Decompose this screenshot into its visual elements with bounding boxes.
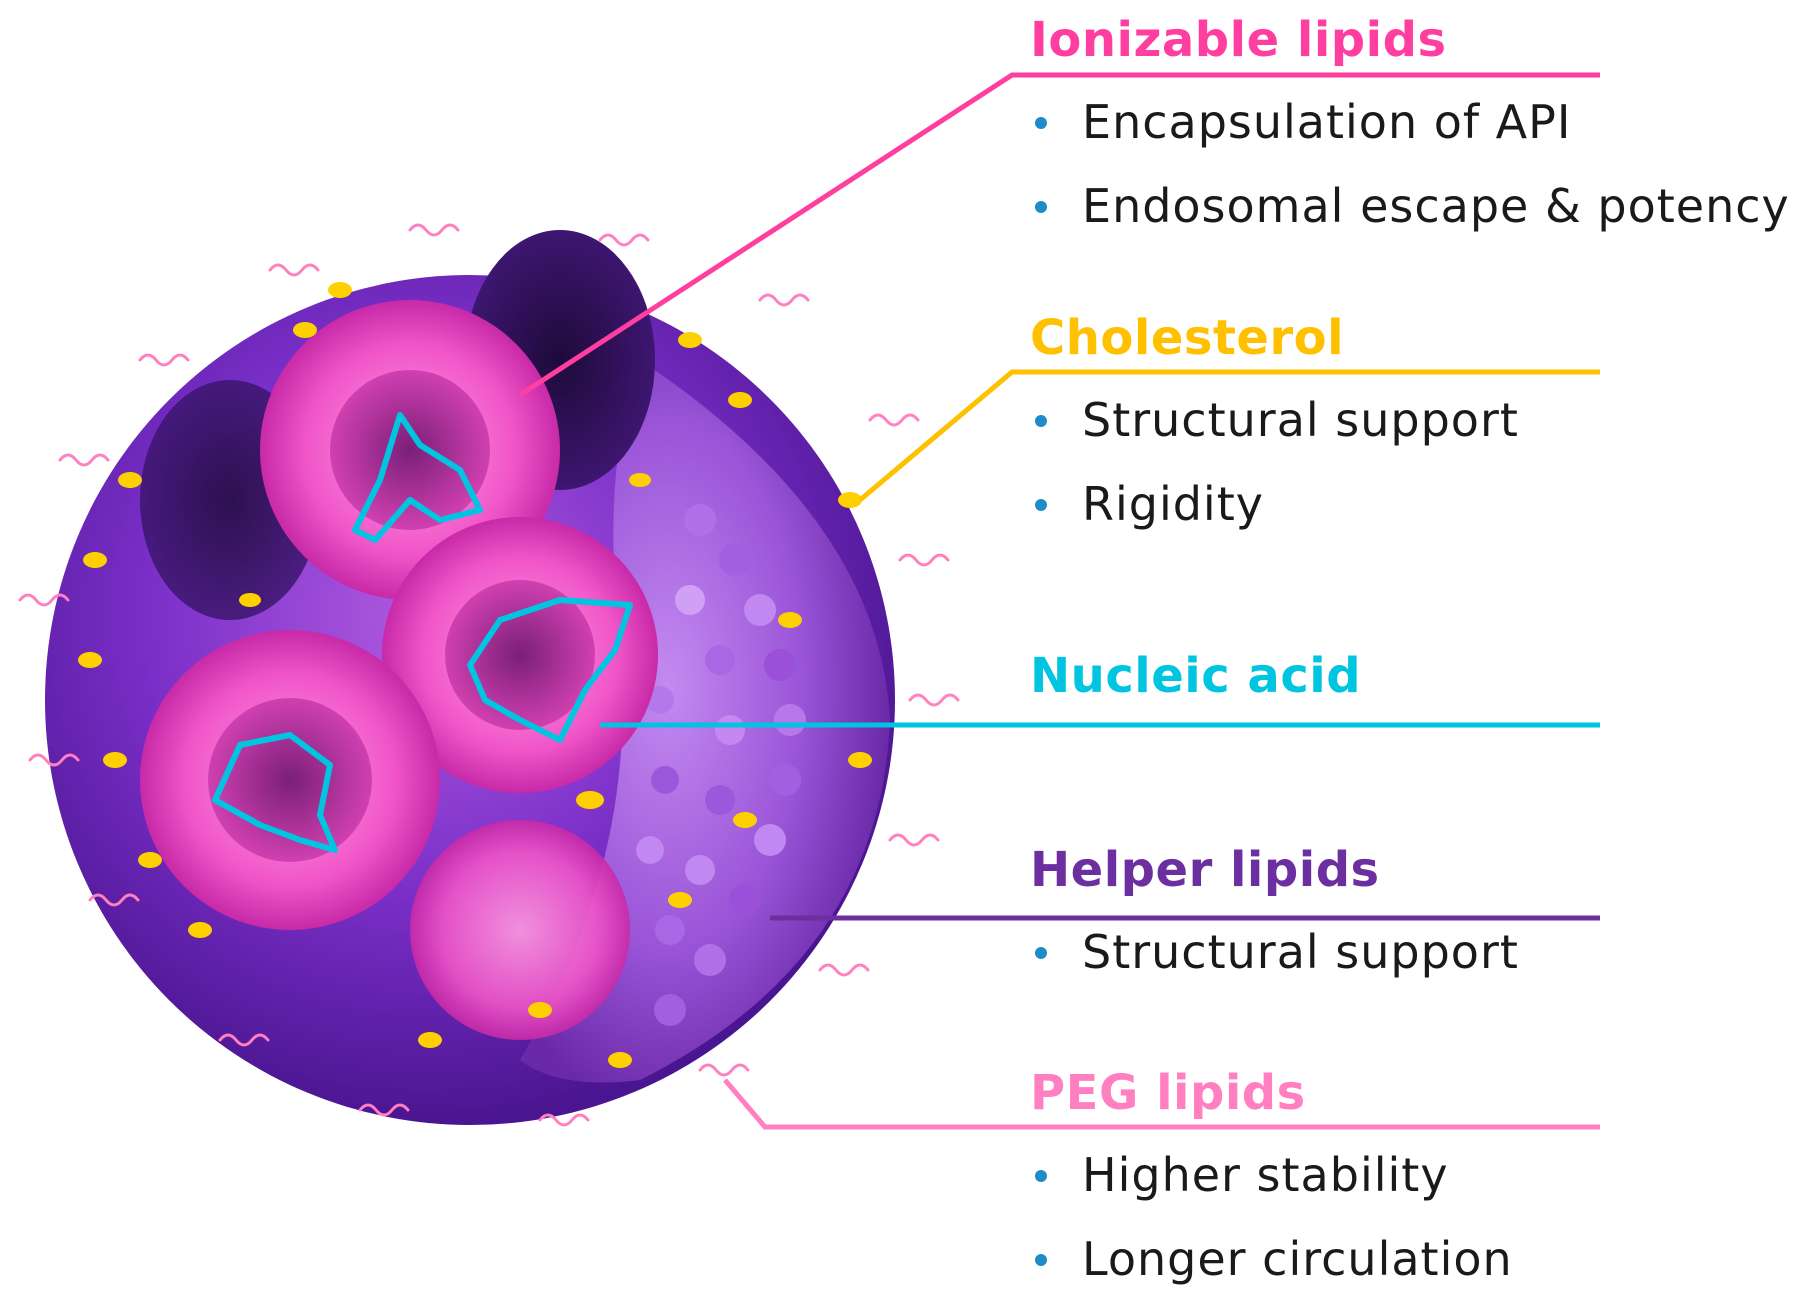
bullet-text: Endosomal escape & potency bbox=[1082, 179, 1790, 233]
bullet-text: Longer circulation bbox=[1082, 1232, 1513, 1286]
bullet-dot bbox=[1035, 117, 1047, 129]
list-item: Endosomal escape & potency bbox=[1030, 164, 1790, 248]
bullet-dot bbox=[1035, 499, 1047, 511]
bullet-dot bbox=[1035, 201, 1047, 213]
list-item: Encapsulation of API bbox=[1030, 80, 1790, 164]
helper-lipids-heading: Helper lipids bbox=[1030, 842, 1380, 898]
bullet-text: Structural support bbox=[1082, 925, 1519, 979]
list-item: Structural support bbox=[1030, 910, 1519, 994]
bullet-text: Rigidity bbox=[1082, 477, 1264, 531]
peg-leader bbox=[723, 1078, 1600, 1130]
bullet-text: Structural support bbox=[1082, 393, 1519, 447]
bullet-text: Higher stability bbox=[1082, 1148, 1449, 1202]
cholesterol-heading: Cholesterol bbox=[1030, 310, 1345, 366]
peg-lipids-heading: PEG lipids bbox=[1030, 1065, 1306, 1121]
bullet-dot bbox=[1035, 1170, 1047, 1182]
bullet-text: Encapsulation of API bbox=[1082, 95, 1572, 149]
ionizable-lipids-list: Encapsulation of API Endosomal escape & … bbox=[1030, 80, 1790, 248]
bullet-dot bbox=[1035, 1254, 1047, 1266]
peg-lipids-list: Higher stability Longer circulation bbox=[1030, 1133, 1513, 1301]
right-lipid-beads bbox=[636, 504, 806, 1026]
cholesterol-leader bbox=[858, 369, 1600, 502]
list-item: Rigidity bbox=[1030, 462, 1519, 546]
helper-lipids-list: Structural support bbox=[1030, 910, 1519, 994]
nucleic-acid-strands bbox=[212, 412, 633, 853]
list-item: Higher stability bbox=[1030, 1133, 1513, 1217]
bullet-dot bbox=[1035, 947, 1047, 959]
peg-lipid-chains bbox=[18, 223, 960, 1127]
nucleic-acid-heading: Nucleic acid bbox=[1030, 648, 1362, 704]
cholesterol-list: Structural support Rigidity bbox=[1030, 378, 1519, 546]
cholesterol-molecules bbox=[78, 282, 872, 1068]
list-item: Structural support bbox=[1030, 378, 1519, 462]
bullet-dot bbox=[1035, 415, 1047, 427]
ionizable-leader bbox=[518, 72, 1600, 398]
callout-leaders bbox=[518, 72, 1600, 1130]
list-item: Longer circulation bbox=[1030, 1217, 1513, 1301]
ionizable-lipid-micelles bbox=[140, 300, 658, 1040]
ionizable-lipids-heading: Ionizable lipids bbox=[1030, 12, 1447, 68]
